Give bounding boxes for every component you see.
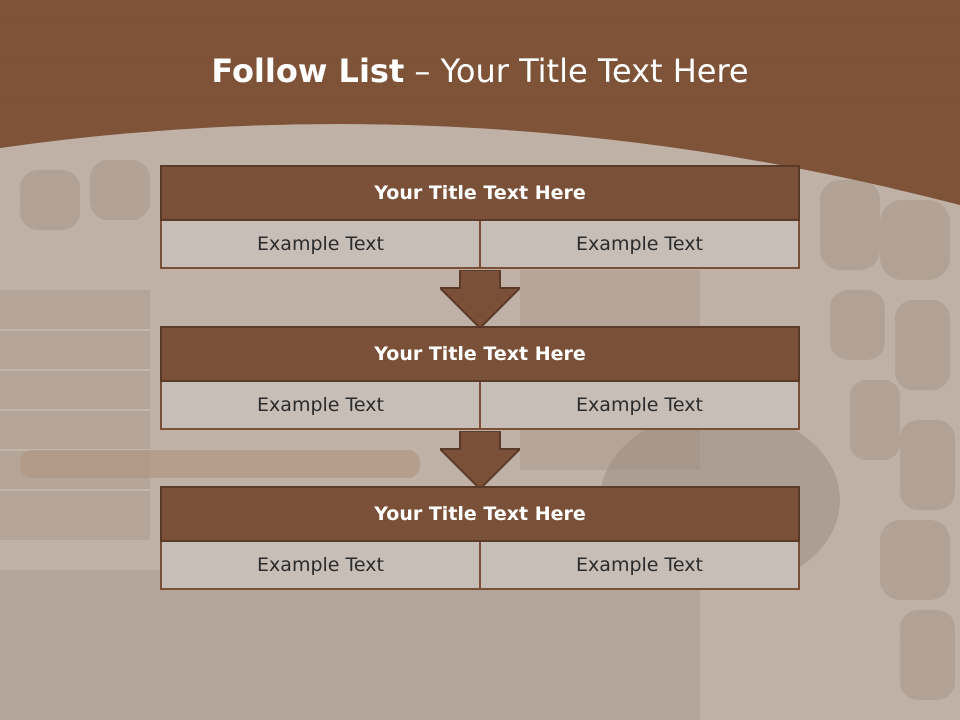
step-1-left-text: Example Text — [160, 221, 481, 269]
step-3-left-text: Example Text — [160, 542, 481, 590]
step-3-right-text: Example Text — [481, 542, 800, 590]
step-2-row: Example Text Example Text — [160, 382, 800, 430]
slide-title: Follow List – Your Title Text Here — [0, 52, 960, 90]
slide-title-bold: Follow List — [211, 52, 405, 90]
down-arrow-icon-2 — [440, 431, 520, 489]
step-1-title: Your Title Text Here — [160, 165, 800, 221]
step-block-2: Your Title Text Here Example Text Exampl… — [160, 326, 800, 430]
step-2-left-text: Example Text — [160, 382, 481, 430]
step-3-row: Example Text Example Text — [160, 542, 800, 590]
down-arrow-icon-1 — [440, 270, 520, 328]
step-block-1: Your Title Text Here Example Text Exampl… — [160, 165, 800, 269]
step-block-3: Your Title Text Here Example Text Exampl… — [160, 486, 800, 590]
step-2-right-text: Example Text — [481, 382, 800, 430]
step-2-title: Your Title Text Here — [160, 326, 800, 382]
step-1-row: Example Text Example Text — [160, 221, 800, 269]
slide-title-rest: – Your Title Text Here — [404, 52, 749, 90]
step-3-title: Your Title Text Here — [160, 486, 800, 542]
step-1-right-text: Example Text — [481, 221, 800, 269]
